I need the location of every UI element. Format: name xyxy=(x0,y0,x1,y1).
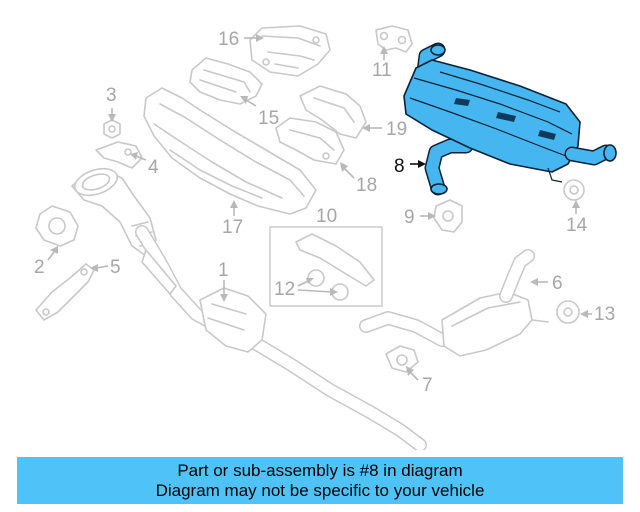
parts-diagram: 16 11 3 15 19 4 18 17 10 8 9 14 2 5 1 12… xyxy=(34,25,617,450)
callout-8: 8 xyxy=(394,156,405,177)
callout-6: 6 xyxy=(552,273,563,294)
part-19-heat-shield xyxy=(299,85,367,139)
banner-line-2: Diagram may not be specific to your vehi… xyxy=(155,480,485,500)
part-13-mount xyxy=(556,300,580,324)
leader-lines xyxy=(47,34,592,381)
callout-16: 16 xyxy=(218,29,239,50)
part-4-bracket xyxy=(95,141,143,169)
part-16-heat-shield xyxy=(249,25,331,77)
part-7-clamp xyxy=(385,345,419,373)
callout-18: 18 xyxy=(356,175,377,196)
callout-2: 2 xyxy=(34,257,45,278)
part-17-heat-shield xyxy=(143,87,317,215)
callout-19: 19 xyxy=(386,119,407,140)
part-14-mount xyxy=(563,179,585,201)
callout-14: 14 xyxy=(566,215,588,236)
part-8-rear-muffler-highlighted xyxy=(403,42,617,196)
callout-15: 15 xyxy=(258,108,279,129)
callout-7: 7 xyxy=(422,375,433,396)
info-banner: Part or sub-assembly is #8 in diagram Di… xyxy=(17,457,623,504)
callout-9: 9 xyxy=(404,207,415,228)
callout-labels: 16 11 3 15 19 4 18 17 10 8 9 14 2 5 1 12… xyxy=(34,29,615,396)
front-downpipe xyxy=(71,167,157,257)
part-3-nut xyxy=(103,119,121,139)
callout-4: 4 xyxy=(148,157,159,178)
part-18-heat-shield xyxy=(275,117,345,165)
callout-17: 17 xyxy=(222,217,243,238)
callout-1: 1 xyxy=(218,260,229,281)
part-6-center-muffler xyxy=(359,249,549,357)
banner-line-1: Part or sub-assembly is #8 in diagram xyxy=(177,460,463,480)
part-2-gasket xyxy=(35,205,79,247)
part-10-group-box xyxy=(269,226,383,307)
part-11-hanger xyxy=(375,25,413,53)
callout-3: 3 xyxy=(106,85,117,106)
part-15-heat-shield xyxy=(189,57,263,105)
callout-10: 10 xyxy=(316,206,337,227)
callout-5: 5 xyxy=(110,257,121,278)
callout-11: 11 xyxy=(372,60,392,81)
part-5-bracket xyxy=(35,263,95,321)
part-9-clamp xyxy=(433,199,463,233)
part-1-front-pipe xyxy=(135,225,427,450)
callout-13: 13 xyxy=(594,304,615,325)
callout-12: 12 xyxy=(274,279,295,300)
